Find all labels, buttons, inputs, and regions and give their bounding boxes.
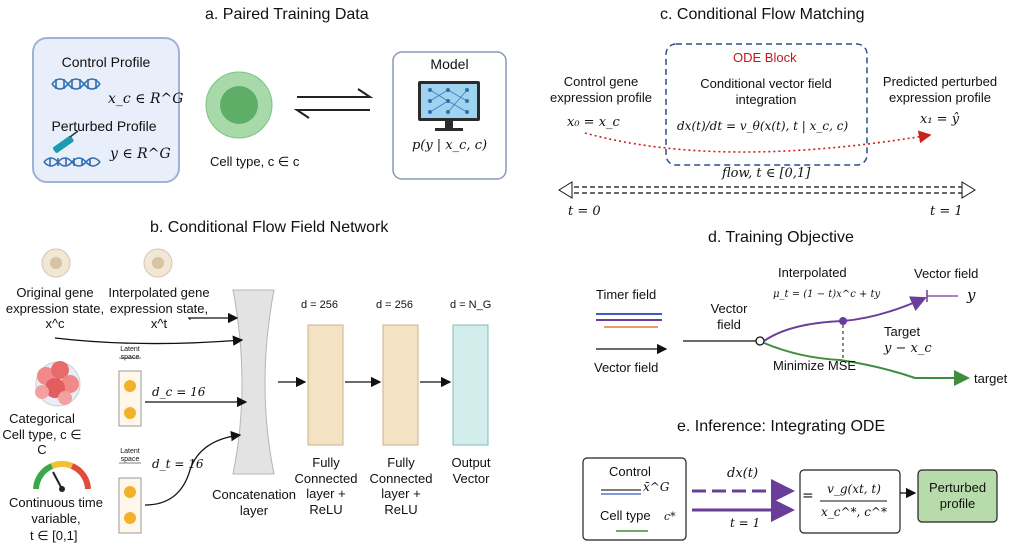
target-out-label: target [974,371,1008,386]
continuous-range: t ∈ [0,1] [30,528,78,543]
target-label: Target [884,324,921,339]
control-label: Control [609,464,651,479]
interpolated-state-label: Interpolated gene expression state, x^t [108,285,210,332]
interpolated-cell-icon [143,248,173,278]
fc1-label: Fully Connected layer + ReLU [294,455,358,517]
fc1-dim: d = 256 [301,299,339,311]
timer-field-label: Timer field [596,287,657,302]
fc-layer-1 [307,324,344,446]
ode-block [665,43,868,166]
arrow-original-to-concat [54,335,244,346]
equilibrium-arrows [293,88,374,119]
latent-unit [124,512,136,524]
control-box [582,457,687,541]
cell-type-e-label: Cell type [600,508,651,523]
perturbed-math: y ∈ R^G [110,146,171,162]
model-formula: p(y | x_c, c) [411,138,488,153]
mse-path [763,342,970,386]
equals-sign: = [802,488,814,504]
interpolated-label: Interpolated [778,265,847,280]
concatenation-layer-shape [232,289,275,475]
vector-field-mid-label: Vector field [710,301,748,332]
output-layer [452,324,489,446]
continuous-label: Continuous time variable, [9,495,103,526]
dc-label: d_c = 16 [152,385,206,399]
out-dim: d = N_G [450,299,492,311]
latent-unit [124,407,136,419]
x1-label: x₁ = ŷ [920,112,960,127]
cond-vector-label: Conditional vector field integration [700,76,832,107]
branch-node [755,336,765,346]
output-label: Output Vector [451,455,491,486]
flow-label: flow, t ∈ [0,1] [722,166,811,181]
eq-top: v_g(xt, t) [827,482,881,496]
latent-unit [124,486,136,498]
interpolation-point [839,317,847,325]
control-math: x_c ∈ R^G [108,91,184,107]
perturbed-profile-box [917,469,998,523]
panel-c-title: c. Conditional Flow Matching [660,6,865,23]
t1-e-label: t = 1 [730,516,761,530]
ode-block-label: ODE Block [733,50,797,65]
dxt-label: dx(t) [727,466,759,481]
panel-e-title: e. Inference: Integrating ODE [677,418,886,435]
timer-field-lines [596,313,662,328]
latent-unit [124,380,136,392]
mse-label: Minimize MSE [773,358,857,373]
dt-label: d_t = 16 [152,457,204,471]
perturbed-profile-label: Perturbed profile [928,480,987,511]
vector-field-right-label: Vector field [914,266,979,281]
fc2-dim: d = 256 [376,299,414,311]
flow-axis [566,186,968,194]
xbar-label: x̄^G [643,480,670,494]
paired-data-box [32,37,180,183]
control-profile-label: Control Profile [61,54,151,70]
vector-field-left-label: Vector field [594,360,659,375]
perturbed-profile-label: Perturbed Profile [51,118,157,134]
fc2-label: Fully Connected layer + ReLU [369,455,433,517]
cstar-label: c* [664,510,676,523]
mu-label: μ_t = (1 − t)x^c + ty [773,289,881,300]
latent-space-label-2: Latent space [120,448,140,463]
panel-b-title: b. Conditional Flow Field Network [150,219,389,236]
edited-dna-icon [43,157,101,167]
x0-label: x₀ = x_c [567,115,620,130]
control-gene-label: Control gene expression profile [550,74,652,105]
t1-label: t = 1 [930,204,963,219]
dna-icon [51,78,101,90]
cell-nucleus [220,86,258,124]
panel-a-title: a. Paired Training Data [205,6,369,23]
model-title: Model [430,56,469,72]
predicted-label: Predicted perturbed expression profile [882,74,998,105]
t0-label: t = 0 [568,204,601,219]
cell-cluster-icon [35,361,81,407]
concat-label: Concatenation layer [212,487,296,518]
fc-layer-2 [382,324,419,446]
original-cell-icon [41,248,71,278]
arrow-time-to-concat [144,430,242,506]
original-state-label: Original gene expression state, x^c [5,285,105,332]
gauge-icon [33,461,91,492]
cell-type-label: Cell type, c ∈ c [210,154,300,169]
latent-space-label-1: Latent space [120,346,140,361]
monitor-icon [418,81,480,131]
flow-path [584,130,932,153]
categorical-label: Categorical Cell type, c ∈ C [2,411,82,458]
ode-equation: dx(t)/dt = v_θ(x(t), t | x_c, c) [677,119,849,133]
target-expr: y − x_c [884,341,932,356]
syringe-icon [53,130,79,153]
y-label: y [967,286,976,304]
eq-bottom: x_c^*, c^* [821,505,887,519]
panel-d-title: d. Training Objective [708,229,854,246]
